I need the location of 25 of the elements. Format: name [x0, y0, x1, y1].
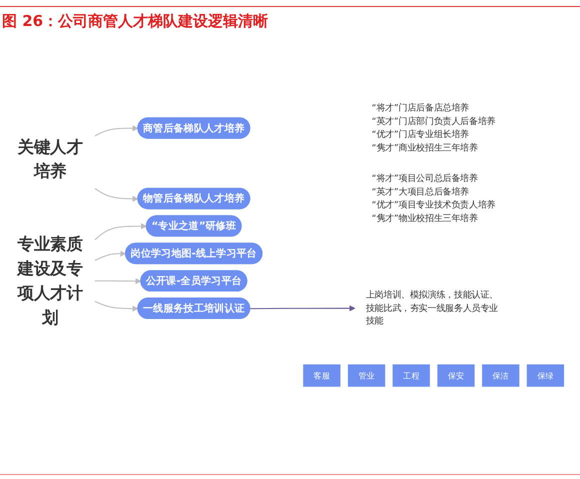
node-box: 保安 [436, 364, 476, 388]
arrow [94, 125, 138, 136]
arrow [250, 305, 356, 312]
node-label: “将才”项目公司总后备培养 [372, 173, 478, 184]
node-label: “将才”门店后备店总培养 [372, 102, 470, 114]
node-box: 保绿 [526, 364, 565, 388]
node-text: 专业素质建设及专项人才计划 [18, 234, 83, 327]
arrow [94, 223, 147, 240]
node-label: “英才”大项目总后备培养 [372, 186, 470, 197]
node-text: 上岗培训、模拟演练，技能认证、技能比武，夯实一线服务人员专业技能 [366, 290, 498, 326]
node-label: “隽才”商业校招生三年培养 [372, 142, 478, 153]
node-label: “英才”门店部门负责人后备培养 [372, 116, 496, 126]
figure-title: 图 26：公司商管人才梯队建设逻辑清晰 [1, 11, 270, 32]
arrow [94, 250, 126, 261]
arrow [94, 300, 138, 312]
node-text: 关键人才培养 [18, 137, 83, 181]
node-box: 客服 [302, 364, 342, 388]
node-box: 管业 [347, 364, 386, 388]
node-label: “优才”项目专业技术负责人培养 [372, 200, 496, 210]
node-label: “优才”门店专业组长培养 [372, 129, 470, 140]
node-box: 保洁 [481, 364, 520, 388]
node-box: 工程 [392, 364, 431, 388]
arrow [94, 188, 138, 202]
arrow [94, 278, 142, 284]
node-label: “隽才”物业校招生三年培养 [372, 213, 478, 224]
